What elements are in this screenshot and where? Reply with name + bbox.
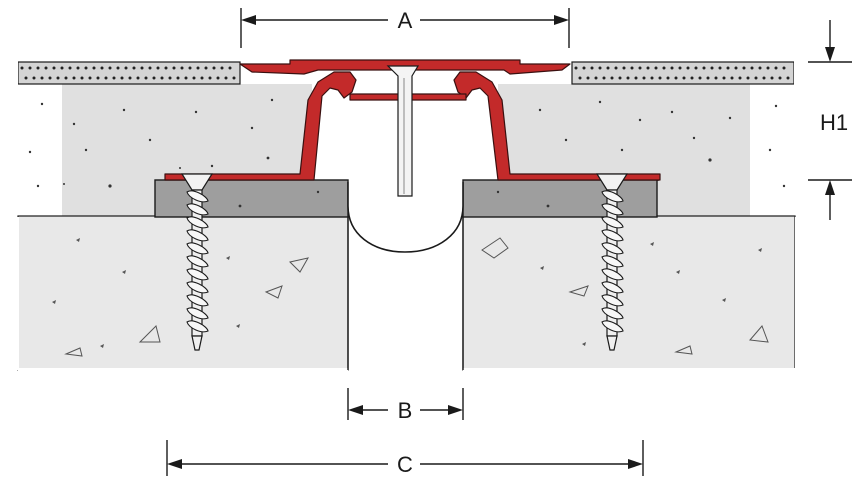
screw-right	[595, 173, 629, 351]
concrete-slabs	[10, 215, 805, 372]
slab-left	[17, 215, 349, 371]
dimension-c-label: C	[397, 452, 413, 477]
bedding-left	[154, 179, 349, 218]
dimension-b-label: B	[398, 398, 413, 423]
tile-left	[17, 61, 241, 85]
slab-aggregate	[64, 237, 769, 357]
tile-right	[571, 61, 795, 85]
screed-speckles	[28, 98, 786, 188]
dimension-a	[240, 8, 570, 48]
screed-concrete	[62, 84, 750, 218]
dimension-b	[347, 388, 464, 420]
bedding-strips	[154, 179, 658, 218]
dimension-a-label: A	[398, 8, 413, 33]
dimension-h1-label: H1	[820, 110, 848, 135]
screw-left	[180, 173, 214, 351]
dimension-c	[166, 440, 644, 476]
profile-left	[164, 71, 357, 181]
tile-dot-pattern	[20, 66, 790, 80]
anchor-bolt	[386, 65, 420, 197]
rubber-insert-loop	[347, 182, 464, 253]
bedding-right	[462, 179, 658, 218]
slab-dots	[52, 238, 762, 348]
slab-right	[462, 215, 796, 371]
profile-right	[453, 71, 661, 181]
dimension-h1	[808, 20, 852, 220]
